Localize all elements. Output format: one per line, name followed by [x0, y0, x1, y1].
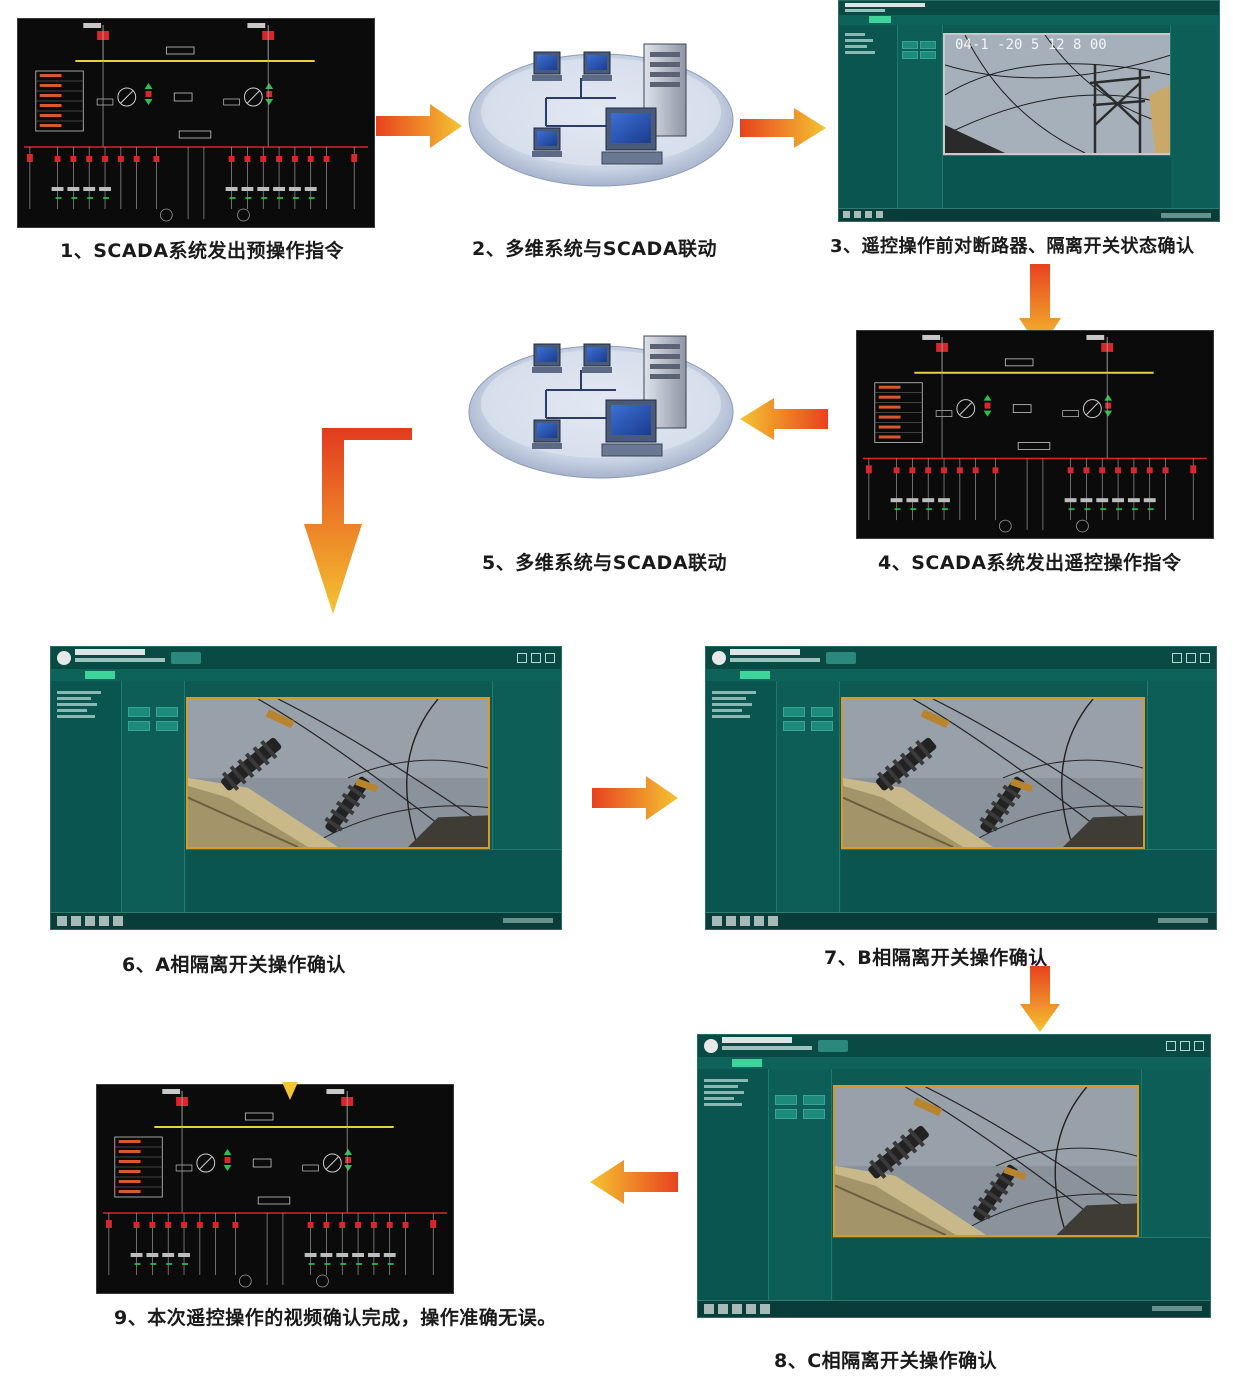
step-9-scada-screen — [96, 1084, 454, 1294]
step-3-caption: 3、遥控操作前对断路器、隔离开关状态确认 — [830, 236, 1195, 257]
step-2-network-diagram — [466, 30, 736, 190]
step-5-caption: 5、多维系统与SCADA联动 — [482, 552, 728, 574]
app-title-bar — [706, 647, 1216, 669]
arrow-right-1 — [376, 104, 462, 148]
step-2-caption: 2、多维系统与SCADA联动 — [472, 238, 718, 260]
svg-text:04-1 -20 5 12 8 00: 04-1 -20 5 12 8 00 — [955, 37, 1107, 53]
step-3-video-timestamp: 04-1 -20 5 12 8 00 — [955, 37, 1107, 53]
step-7-caption: 7、B相隔离开关操作确认 — [824, 947, 1048, 969]
arrow-right-2 — [740, 108, 826, 148]
step-8-video-app-screen — [697, 1034, 1211, 1318]
step-9-caption: 9、本次遥控操作的视频确认完成，操作准确无误。 — [114, 1307, 557, 1329]
arrow-corner-down — [304, 428, 414, 614]
step-6-video-feed — [186, 697, 490, 849]
step-6-video-app-screen — [50, 646, 562, 930]
step-4-caption: 4、SCADA系统发出遥控操作指令 — [878, 552, 1182, 574]
step-5-network-diagram — [466, 322, 736, 482]
step-1-scada-screen — [17, 18, 375, 228]
arrow-right-3 — [592, 776, 678, 820]
step-7-video-app-screen — [705, 646, 1217, 930]
app-title-bar — [51, 647, 561, 669]
step-8-video-feed — [833, 1085, 1139, 1237]
app-title-bar — [698, 1035, 1210, 1057]
step-4-scada-screen — [856, 330, 1214, 539]
step-7-video-feed — [841, 697, 1145, 849]
step-6-caption: 6、A相隔离开关操作确认 — [122, 954, 346, 976]
step-3-video-app-screen: 04-1 -20 5 12 8 00 — [838, 0, 1220, 222]
arrow-down-2 — [1020, 966, 1060, 1032]
arrow-left-1 — [740, 398, 828, 440]
step-3-video-feed — [943, 33, 1173, 155]
arrow-left-2 — [590, 1160, 678, 1204]
step-9-marker — [282, 1082, 298, 1100]
step-8-caption: 8、C相隔离开关操作确认 — [774, 1350, 998, 1372]
app-title-bar — [839, 1, 1219, 15]
step-1-caption: 1、SCADA系统发出预操作指令 — [60, 240, 345, 262]
arrow-down-1 — [1019, 264, 1061, 350]
